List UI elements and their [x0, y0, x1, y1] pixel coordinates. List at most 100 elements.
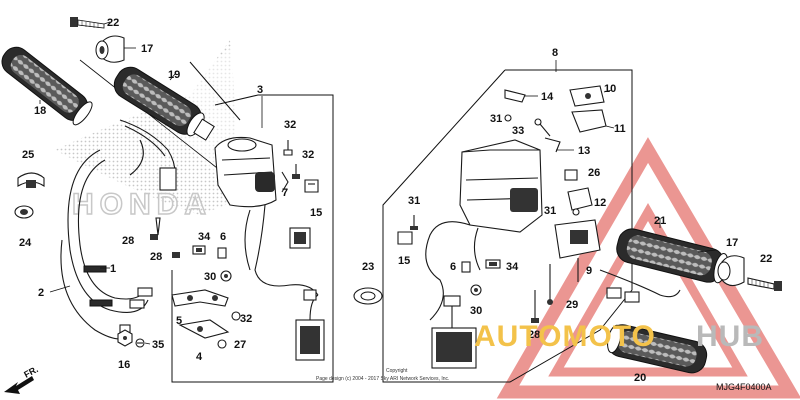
screw-28c — [531, 290, 539, 323]
bracket-12 — [567, 187, 593, 211]
callout-34b: 34 — [506, 261, 519, 273]
callout-6a: 6 — [220, 231, 226, 243]
part-30b — [470, 284, 482, 296]
callout-16: 16 — [118, 359, 130, 371]
screw-35 — [135, 338, 145, 348]
callout-28c: 28 — [528, 329, 540, 341]
callout-25: 25 — [22, 149, 34, 161]
callout-28b: 28 — [150, 251, 162, 263]
direction-label: FR. — [22, 364, 39, 380]
part-30a — [220, 270, 232, 282]
callout-32c: 32 — [240, 313, 252, 325]
callout-7: 7 — [282, 187, 288, 199]
bracket-4 — [178, 319, 230, 339]
diagram-code: MJG4F0400A — [716, 382, 772, 392]
callout-3: 3 — [257, 84, 263, 96]
grip-20 — [607, 324, 708, 374]
callout-30a: 30 — [204, 271, 216, 283]
screw-31b — [572, 208, 580, 216]
callout-32a: 32 — [284, 119, 296, 131]
callout-29: 29 — [566, 299, 578, 311]
callout-12: 12 — [594, 197, 606, 209]
screw-29 — [547, 264, 553, 305]
callout-11: 11 — [614, 123, 626, 135]
callout-1: 1 — [110, 263, 116, 275]
part-26 — [564, 169, 578, 181]
screw-33 — [534, 118, 551, 137]
bolt-28a — [150, 217, 161, 240]
front-direction-arrow: FR. — [4, 364, 40, 394]
callout-24: 24 — [19, 237, 32, 249]
callout-30b: 30 — [470, 305, 482, 317]
bolt-22-top — [70, 17, 105, 29]
background-logo-text: HONDA — [72, 188, 212, 221]
watermark-text: AUTOMOTO HUB — [474, 320, 764, 353]
callout-2: 2 — [38, 287, 44, 299]
clip-25 — [17, 172, 45, 188]
bolt-22-right — [747, 277, 782, 291]
callout-4: 4 — [196, 351, 203, 363]
callout-23: 23 — [362, 261, 374, 273]
part-34b — [485, 259, 501, 269]
callout-6b: 6 — [450, 261, 456, 273]
throttle-grip-19 — [113, 66, 215, 141]
leader-lines — [39, 21, 717, 345]
callout-10: 10 — [604, 83, 616, 95]
callout-19: 19 — [168, 69, 180, 81]
callout-21: 21 — [654, 215, 666, 227]
callout-15b: 15 — [398, 255, 410, 267]
part-34a — [192, 245, 206, 255]
callout-31c: 31 — [408, 195, 420, 207]
arrow-icon — [4, 376, 34, 394]
bar-end-weight-17-top — [95, 35, 125, 63]
callout-35: 35 — [152, 339, 164, 351]
switch-9 — [554, 219, 601, 282]
right-switch-assembly-box — [382, 69, 633, 383]
heated-grip-21 — [616, 228, 729, 284]
part-15a — [304, 179, 319, 193]
screw-31a — [504, 114, 512, 122]
callout-33: 33 — [512, 125, 524, 137]
switch-housing-3 — [214, 136, 319, 296]
clamp-23 — [353, 287, 383, 305]
callout-20: 20 — [634, 372, 646, 384]
callout-34a: 34 — [198, 231, 211, 243]
watermark-right-text: HUB — [696, 320, 764, 353]
part-14 — [504, 89, 526, 103]
screw-32b — [292, 164, 300, 179]
part-13 — [544, 137, 561, 153]
screw-32a — [283, 140, 293, 156]
copyright-short: Copyright — [386, 368, 408, 374]
watermark-left-text: AUTOMOTO — [474, 320, 656, 353]
callout-22b: 22 — [760, 253, 772, 265]
callout-14: 14 — [541, 91, 554, 103]
callout-labels: 22 17 19 18 3 25 24 1 2 28 28 34 6 30 32… — [19, 17, 772, 384]
part-7 — [281, 171, 289, 193]
bracket-5 — [171, 289, 229, 307]
screw-32c — [231, 311, 241, 321]
switch-housing-8 — [425, 139, 543, 321]
callout-31a: 31 — [490, 113, 502, 125]
bar-end-weight-17-right — [717, 255, 745, 287]
screw-31c — [410, 215, 418, 230]
callout-15a: 15 — [310, 207, 322, 219]
callout-17: 17 — [141, 43, 153, 55]
callout-26: 26 — [588, 167, 600, 179]
part-6a — [217, 247, 227, 259]
switch-assembly-box — [171, 94, 334, 383]
bolt-28b — [172, 252, 180, 258]
callout-31b: 31 — [544, 205, 556, 217]
callout-13: 13 — [578, 145, 590, 157]
connector-left — [295, 289, 325, 361]
callout-27: 27 — [234, 339, 246, 351]
callout-22: 22 — [107, 17, 119, 29]
throttle-wiring — [119, 119, 177, 191]
bracket-10 — [569, 85, 605, 107]
callout-17b: 17 — [726, 237, 738, 249]
clip-24 — [14, 205, 34, 219]
callout-18: 18 — [34, 105, 46, 117]
callout-5: 5 — [176, 315, 182, 327]
connector-right — [431, 295, 477, 369]
left-grip-18 — [1, 46, 93, 126]
